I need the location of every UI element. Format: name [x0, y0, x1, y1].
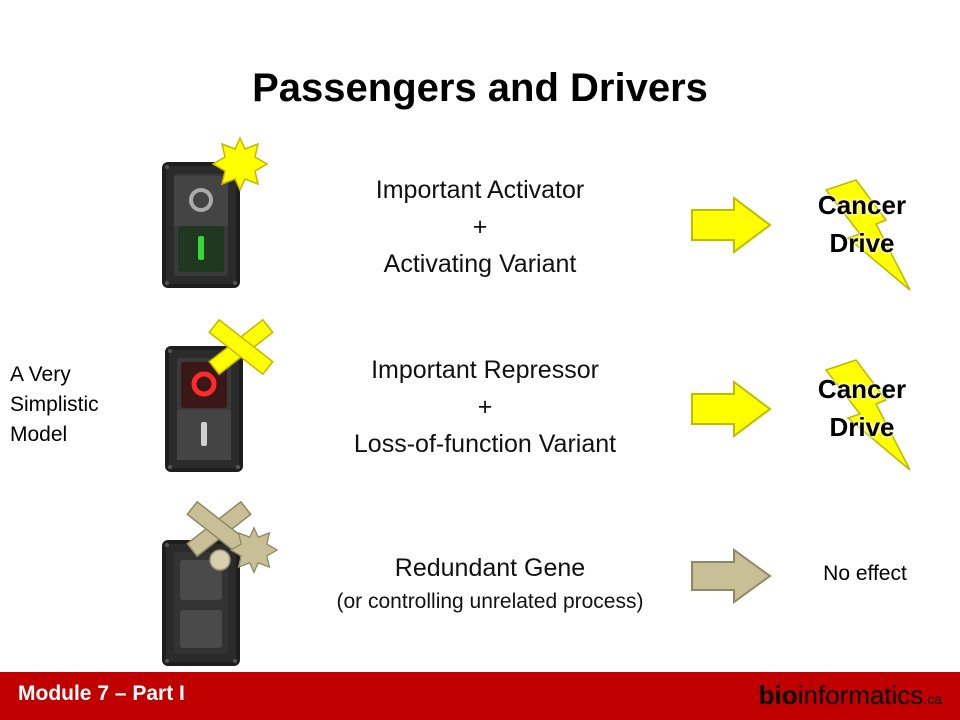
rocker-switch-on-icon: [162, 162, 240, 288]
lightning-bolt-icon: [824, 179, 911, 291]
row-description: Important Activator + Activating Variant: [300, 172, 660, 283]
row-line: Activating Variant: [383, 250, 577, 278]
module-label: Module 7 – Part I: [18, 682, 185, 705]
row-description: Redundant Gene (or controlling unrelated…: [280, 550, 700, 617]
side-note-line: A Very: [10, 363, 71, 386]
outcome-cancer-drive: Cancer Drive: [792, 186, 932, 262]
rocker-switch-inactive-icon: [162, 540, 240, 666]
brand-suffix: .ca: [923, 691, 942, 707]
footer-bar: Module 7 – Part I bioinformatics.ca: [0, 672, 960, 720]
slide-title: Passengers and Drivers: [252, 66, 708, 110]
right-arrow-icon: [691, 380, 772, 438]
outcome-line: Cancer: [817, 190, 907, 220]
row-line: +: [472, 213, 488, 241]
right-arrow-icon: [691, 548, 772, 604]
row-line: +: [477, 393, 493, 421]
brand-rest: informatics: [797, 680, 924, 710]
side-note-line: Model: [10, 423, 68, 446]
star-marker-icon: [211, 136, 269, 192]
outcome-line: Drive: [829, 412, 895, 442]
side-note: A Very Simplistic Model: [10, 360, 140, 450]
right-arrow-icon: [691, 196, 772, 254]
brand-logo: bioinformatics.ca: [759, 680, 942, 711]
grey-star-marker-icon: [229, 526, 279, 574]
outcome-cancer-drive: Cancer Drive: [792, 370, 932, 446]
row-line: (or controlling unrelated process): [336, 590, 644, 613]
outcome-line: Cancer: [817, 374, 907, 404]
row-line: Redundant Gene: [394, 554, 586, 582]
rocker-switch-off-icon: [165, 346, 243, 472]
row-line: Loss-of-function Variant: [353, 430, 617, 458]
outcome-line: Drive: [829, 228, 895, 258]
brand-bold: bio: [758, 680, 798, 710]
cross-marker-icon: [208, 318, 274, 376]
side-note-line: Simplistic: [10, 393, 99, 416]
grey-dot-marker-icon: [209, 549, 231, 571]
lightning-bolt-icon: [824, 359, 911, 471]
row-description: Important Repressor + Loss-of-function V…: [290, 352, 680, 463]
row-line: Important Repressor: [371, 356, 599, 384]
row-line: Important Activator: [375, 176, 585, 204]
outcome-no-effect: No effect: [823, 562, 907, 585]
